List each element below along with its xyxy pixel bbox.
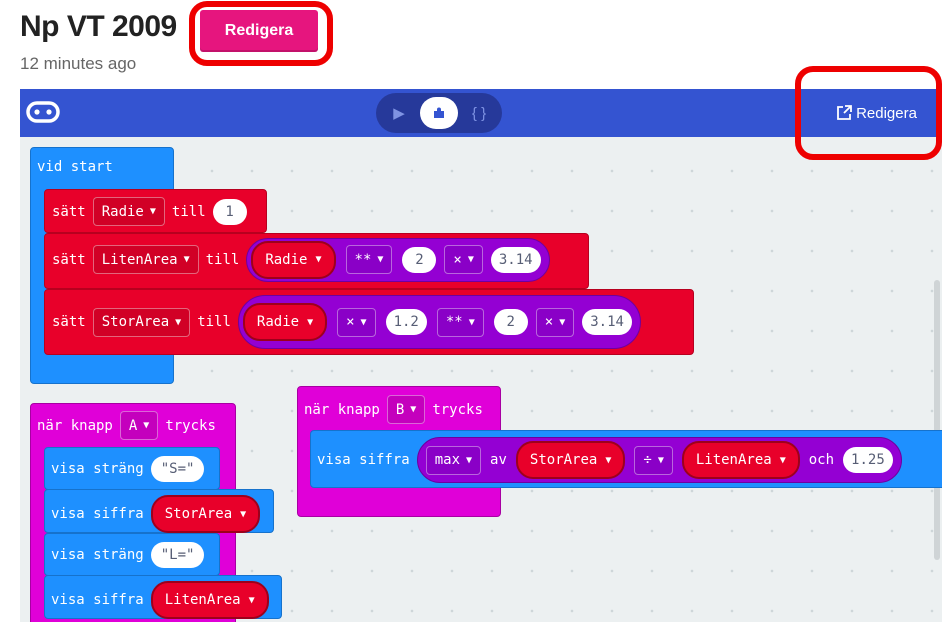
power-expression[interactable]: Radie▼ ×▼ 1.2 **▼ 2 [242, 303, 528, 341]
litenarea-variable[interactable]: LitenArea▼ [150, 581, 269, 619]
set-label: sätt [52, 314, 86, 330]
multiply-operator-dropdown[interactable]: ×▼ [337, 307, 376, 337]
litenarea-variable[interactable]: LitenArea▼ [681, 441, 800, 479]
radie-value-input[interactable]: 1 [212, 198, 247, 225]
set-label: sätt [52, 203, 86, 220]
annotation-highlight [795, 66, 942, 160]
and-label: och [808, 452, 835, 468]
puzzle-icon [434, 107, 444, 118]
to-label: till [171, 203, 206, 220]
show-number-label: visa siffra [51, 592, 144, 608]
radie-variable[interactable]: Radie▼ [242, 303, 328, 341]
of-label: av [490, 452, 507, 468]
storarea-variable[interactable]: StorArea▼ [515, 441, 626, 479]
set-radie-block[interactable]: sätt Radie▼ till 1 [44, 189, 267, 233]
pressed-label: trycks [165, 417, 216, 434]
to-label: till [205, 251, 240, 268]
show-number-block[interactable]: visa siffra max▼ av StorArea▼ ÷▼ LitenAr… [310, 430, 942, 488]
multiplier-input[interactable]: 1.2 [385, 309, 427, 335]
editor-edit-label: Redigera [856, 104, 917, 122]
button-a-dropdown[interactable]: A▼ [119, 411, 159, 440]
show-string-block[interactable]: visa sträng "L=" [44, 533, 220, 576]
show-number-label: visa siffra [51, 506, 144, 522]
show-string-block[interactable]: visa sträng "S=" [44, 447, 220, 490]
page-title: Np VT 2009 [20, 10, 177, 43]
on-button-label: när knapp [37, 417, 113, 434]
annotation-highlight [189, 1, 333, 66]
external-edit-icon [837, 105, 852, 120]
vertical-scrollbar[interactable] [934, 280, 940, 560]
button-b-dropdown[interactable]: B▼ [386, 395, 426, 424]
on-button-label: när knapp [304, 401, 380, 418]
var-dropdown-storarea[interactable]: StorArea▼ [92, 307, 191, 337]
to-label: till [197, 314, 231, 330]
code-editor: ▶ { } Redigera vid start sätt Radie [20, 89, 942, 622]
show-number-label: visa siffra [317, 452, 410, 468]
multiply-operator-dropdown[interactable]: ×▼ [444, 245, 483, 274]
blocks-workspace[interactable]: vid start sätt Radie▼ till 1 sätt LitenA… [20, 137, 942, 622]
number-input[interactable]: 1.25 [843, 447, 893, 473]
inner-multiply-expression[interactable]: Radie▼ ×▼ 1.2 [242, 303, 427, 341]
exponent-input[interactable]: 2 [493, 309, 528, 335]
set-litenarea-block[interactable]: sätt LitenArea▼ till Radie▼ **▼ 2 ×▼ 3.1… [44, 233, 589, 289]
storarea-variable[interactable]: StorArea▼ [150, 495, 261, 533]
edit-button[interactable]: Redigera [200, 10, 318, 52]
on-start-label: vid start [37, 159, 113, 175]
blocks-view-toggle[interactable] [420, 97, 458, 129]
show-number-block[interactable]: visa siffra StorArea▼ [44, 489, 274, 533]
radie-variable[interactable]: Radie▼ [251, 240, 336, 279]
show-string-label: visa sträng [51, 461, 144, 477]
multiply-expression[interactable]: Radie▼ ×▼ 1.2 **▼ 2 ×▼ 3.14 [237, 295, 641, 349]
set-label: sätt [52, 251, 86, 268]
factor-input[interactable]: 3.14 [582, 309, 632, 335]
show-string-label: visa sträng [51, 547, 144, 563]
editor-toolbar: ▶ { } Redigera [20, 89, 942, 137]
max-function-dropdown[interactable]: max▼ [425, 445, 482, 475]
string-input-s[interactable]: "S=" [150, 456, 205, 482]
set-storarea-block[interactable]: sätt StorArea▼ till Radie▼ ×▼ 1.2 **▼ 2 … [44, 289, 694, 355]
multiply-operator-dropdown[interactable]: ×▼ [535, 307, 575, 337]
string-input-l[interactable]: "L=" [150, 542, 205, 568]
show-number-block[interactable]: visa siffra LitenArea▼ [44, 575, 282, 619]
divide-operator-dropdown[interactable]: ÷▼ [634, 445, 673, 475]
multiply-expression[interactable]: Radie▼ **▼ 2 ×▼ 3.14 [246, 237, 550, 282]
pressed-label: trycks [432, 401, 483, 418]
exponent-input[interactable]: 2 [402, 246, 437, 273]
var-dropdown-litenarea[interactable]: LitenArea▼ [92, 245, 199, 274]
view-toggle: ▶ { } [376, 93, 502, 133]
microbit-logo-icon[interactable] [26, 101, 60, 123]
play-icon[interactable]: ▶ [393, 105, 405, 122]
power-operator-dropdown[interactable]: **▼ [436, 307, 484, 337]
factor-input[interactable]: 3.14 [490, 246, 541, 273]
power-operator-dropdown[interactable]: **▼ [345, 245, 393, 274]
code-icon[interactable]: { } [471, 104, 487, 122]
max-expression[interactable]: max▼ av StorArea▼ ÷▼ LitenArea▼ och 1.25 [416, 437, 902, 483]
editor-edit-link[interactable]: Redigera [810, 89, 942, 137]
timestamp: 12 minutes ago [20, 54, 137, 73]
var-dropdown-radie[interactable]: Radie▼ [92, 197, 165, 226]
power-expression[interactable]: Radie▼ **▼ 2 [251, 240, 437, 279]
